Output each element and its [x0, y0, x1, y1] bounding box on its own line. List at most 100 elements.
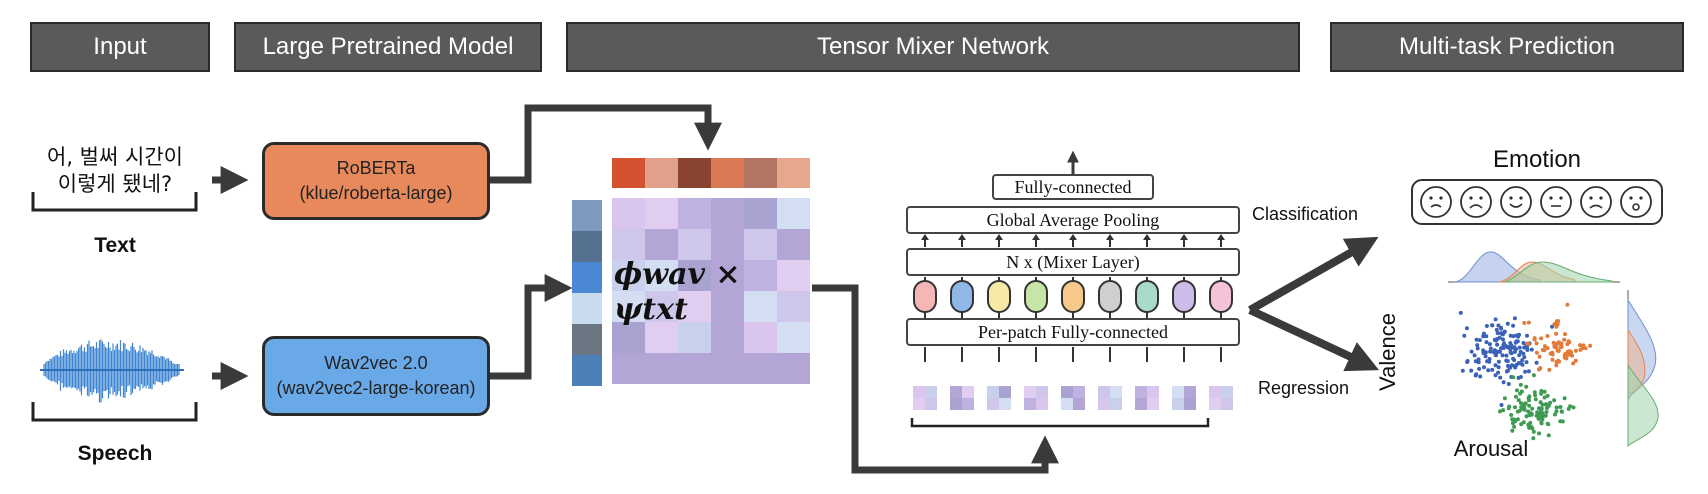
tensor-grid-cell	[678, 322, 711, 353]
regression-label: Regression	[1258, 378, 1350, 398]
scatter-point	[1499, 403, 1504, 407]
scatter-point	[1495, 331, 1500, 336]
scatter-point	[1511, 375, 1516, 380]
arrow-to-classification	[1248, 236, 1379, 314]
emotion-face-icon	[1500, 186, 1532, 218]
tensor-grid-cell	[744, 198, 777, 229]
scatter-point	[1534, 360, 1539, 365]
scatter-point	[1530, 406, 1535, 411]
scatter-point	[1487, 357, 1492, 361]
tensor-grid-cell	[777, 322, 810, 353]
scatter-point	[1562, 396, 1567, 401]
tensor-grid-cell	[711, 322, 744, 353]
scatter-point	[1547, 367, 1552, 372]
scatter-point	[1558, 419, 1563, 424]
patch-cell	[1110, 386, 1122, 398]
mixer-token	[913, 280, 937, 313]
scatter-point	[1482, 365, 1486, 370]
scatter-point	[1472, 353, 1477, 358]
tensor-grid-cell	[777, 229, 810, 260]
mixer-token	[1098, 280, 1122, 313]
scatter-point	[1501, 337, 1505, 342]
tensor-grid-cell	[744, 353, 777, 384]
roberta-box: RoBERTa (klue/roberta-large)	[262, 142, 490, 220]
scatter-point	[1562, 337, 1567, 342]
patch-cell	[999, 398, 1011, 410]
patch-cell	[987, 398, 999, 410]
text-embedding-cell	[612, 158, 645, 188]
mixer-to-pooling-head	[1180, 234, 1188, 240]
tensor-grid-cell	[744, 260, 777, 291]
tensor-grid-cell	[777, 291, 810, 322]
tensor-grid-cell	[711, 198, 744, 229]
header-prediction-label: Multi-task Prediction	[1398, 33, 1616, 60]
scatter-point	[1469, 349, 1474, 354]
scatter-point	[1509, 351, 1514, 356]
scatter-point	[1499, 346, 1503, 351]
scatter-point	[1514, 362, 1519, 367]
fully-connected-box: Fully-connected	[992, 174, 1154, 200]
scatter-point	[1525, 333, 1529, 338]
patch-cell	[1184, 386, 1196, 398]
valence-label: Valence	[1375, 313, 1400, 391]
scatter-point	[1462, 333, 1467, 338]
scatter-point	[1490, 323, 1495, 328]
mixer-arrows	[921, 234, 1225, 362]
scatter-point	[1494, 327, 1499, 332]
scatter-point	[1518, 361, 1523, 366]
scatter-point	[1527, 413, 1532, 418]
scatter-point	[1504, 353, 1509, 358]
scatter-point	[1522, 355, 1527, 360]
speech-embedding-cell	[572, 324, 602, 355]
scatter-point	[1484, 324, 1489, 328]
arousal-density-right	[1627, 290, 1659, 448]
scatter-point	[1483, 354, 1488, 359]
scatter-point	[1495, 342, 1500, 347]
speech-label: Speech	[77, 442, 153, 465]
scatter-point	[1583, 346, 1588, 351]
face-eye	[1629, 196, 1633, 200]
header-input: Input	[30, 22, 210, 72]
wav2vec-name: Wav2vec 2.0	[324, 353, 428, 373]
scatter-point	[1475, 346, 1480, 351]
mixer-tokens	[913, 280, 1233, 313]
scatter-point	[1556, 319, 1561, 324]
patch-cell	[1110, 398, 1122, 410]
arrow-tensor-to-patches	[812, 284, 1059, 474]
scatter-point	[1516, 398, 1521, 403]
tensor-grid-cell	[744, 322, 777, 353]
scatter-point	[1552, 398, 1557, 403]
header-pretrained-model: Large Pretrained Model	[234, 22, 542, 72]
scatter-point	[1512, 417, 1517, 422]
scatter-point	[1508, 341, 1513, 346]
scatter-point	[1501, 380, 1506, 385]
scatter-point	[1517, 345, 1522, 350]
scatter-point	[1500, 353, 1505, 358]
scatter-point	[1534, 350, 1539, 355]
mixer-layer-box: N x (Mixer Layer)	[906, 248, 1240, 276]
scatter-point	[1484, 340, 1489, 345]
mixer-to-pooling-head	[958, 234, 966, 240]
scatter-point	[1513, 394, 1518, 399]
scatter-point	[1537, 367, 1541, 372]
scatter-point	[1477, 338, 1482, 343]
patch-cell	[925, 398, 937, 410]
face-eye	[1429, 196, 1433, 200]
scatter-point	[1550, 352, 1555, 357]
global-pooling-label: Global Average Pooling	[986, 209, 1160, 230]
mixer-to-pooling-head	[1069, 234, 1077, 240]
patch-cell	[1184, 398, 1196, 410]
scatter-point	[1509, 413, 1514, 417]
scatter-point	[1537, 431, 1542, 436]
scatter-point	[1482, 350, 1487, 355]
scatter-point	[1524, 384, 1529, 389]
patch-cell	[1036, 398, 1048, 410]
scatter-point	[1542, 389, 1547, 394]
scatter-point	[1493, 317, 1498, 322]
emotion-faces	[1420, 186, 1652, 218]
speech-embedding-cell	[572, 355, 602, 386]
patch-cell	[1061, 386, 1073, 398]
scatter-point	[1523, 369, 1528, 374]
scatter-point	[1495, 337, 1500, 341]
scatter-point	[1532, 390, 1537, 395]
